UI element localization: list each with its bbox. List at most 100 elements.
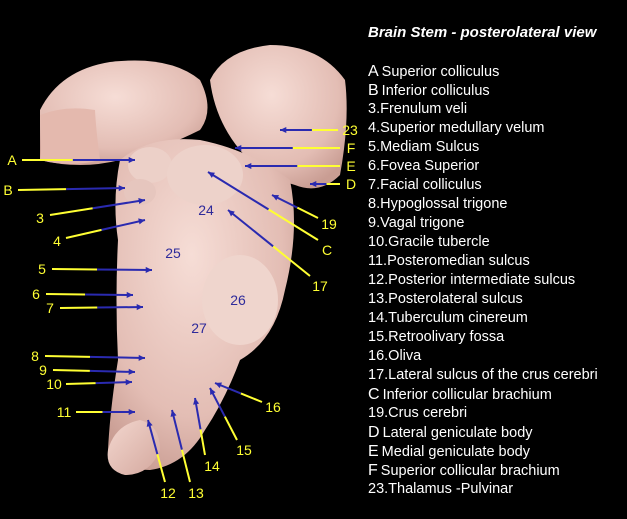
arrow-4-tail (65, 228, 102, 239)
legend-item: 13. Posterolateral sulcus (368, 290, 598, 309)
figure-label-8: 8 (31, 348, 39, 364)
legend-item: 15. Retroolivary fossa (368, 328, 598, 347)
figure-label-C: C (321, 242, 333, 258)
legend-key: 13. (368, 291, 389, 307)
arrow-15-tail (223, 416, 238, 441)
figure-label-3: 3 (36, 210, 44, 226)
legend-text: Medial geniculate body (381, 444, 530, 460)
arrow-B-tail (17, 188, 67, 191)
arrowhead-14 (193, 398, 200, 405)
legend-item: 23. Thalamus -Pulvinar (368, 480, 598, 499)
legend-key: 15. (368, 329, 389, 345)
arrow-5 (96, 268, 153, 271)
arrow-19-tail (296, 206, 319, 219)
legend-text: Facial colliculus (380, 177, 482, 193)
legend-key: 9. (368, 215, 381, 231)
figure-label-6: 6 (32, 286, 40, 302)
region-26 (202, 255, 278, 345)
figure-label-10: 10 (46, 376, 62, 392)
legend-item: 10. Gracile tubercle (368, 233, 598, 252)
arrowhead-F (235, 144, 242, 152)
arrowhead-E (245, 162, 252, 170)
arrow-9 (89, 369, 136, 373)
arrow-4 (101, 219, 146, 231)
arrow-3 (92, 199, 146, 210)
region-label-26: 26 (230, 292, 246, 308)
arrowhead-8 (138, 354, 145, 361)
legend-key: 10. (368, 234, 389, 250)
figure-label-17: 17 (312, 278, 328, 294)
legend-text: Posterior intermediate sulcus (388, 272, 576, 288)
legend-text: Posteromedian sulcus (387, 253, 530, 269)
arrow-8-tail (44, 355, 91, 358)
legend-text: Thalamus -Pulvinar (388, 481, 514, 497)
legend-text: Inferior colliculus (381, 83, 490, 99)
arrowhead-19 (272, 195, 279, 201)
legend-key: D (368, 424, 380, 441)
arrowhead-6 (126, 291, 133, 298)
figure-label-14: 14 (204, 458, 220, 474)
region-label-24: 24 (198, 202, 214, 218)
arrowhead-15 (210, 388, 216, 395)
figure-label-11: 11 (56, 404, 72, 420)
legend-text: Tuberculum cinereum (388, 310, 528, 326)
legend-text: Retroolivary fossa (388, 329, 505, 345)
arrowhead-16 (215, 382, 222, 389)
legend-text: Oliva (388, 348, 422, 364)
arrowhead-5 (145, 266, 152, 273)
figure-label-F: F (346, 140, 356, 156)
legend-text: Lateral sulcus of the crus cerebri (388, 367, 598, 383)
arrowhead-C (208, 172, 215, 178)
region-24 (167, 145, 243, 205)
legend-text: Posterolateral sulcus (388, 291, 523, 307)
arrowhead-B (118, 185, 125, 192)
legend-key: 17. (368, 367, 389, 383)
arrowhead-10 (125, 379, 132, 386)
legend-text: Fovea Superior (380, 158, 480, 174)
legend-key: C (368, 386, 380, 403)
figure-title: Brain Stem - posterolateral view (368, 24, 597, 41)
legend-text: Frenulum veli (380, 101, 468, 117)
legend-item: 6. Fovea Superior (368, 157, 598, 176)
arrowhead-9 (128, 368, 135, 375)
legend-key: A (368, 63, 379, 80)
legend-item: 3. Frenulum veli (368, 100, 598, 119)
figure-label-7: 7 (46, 300, 54, 316)
arrow-17-tail (272, 245, 311, 277)
legend-key: E (368, 443, 379, 460)
legend-text: Lateral geniculate body (382, 425, 533, 441)
legend-text: Superior colliculus (381, 64, 500, 80)
region-label-27: 27 (191, 320, 207, 336)
legend-item: 9. Vagal trigone (368, 214, 598, 233)
legend-item: 7. Facial colliculus (368, 176, 598, 195)
arrow-8 (89, 355, 146, 359)
legend-key: 5. (368, 139, 381, 155)
legend-text: Mediam Sulcus (380, 139, 480, 155)
legend-key: 12. (368, 272, 389, 288)
arrow-17 (227, 209, 274, 248)
arrow-B (66, 187, 126, 191)
arrow-14-tail (199, 429, 206, 456)
figure-label-A: A (7, 152, 17, 168)
arrowhead-23 (280, 126, 287, 134)
figure-label-4: 4 (53, 233, 61, 249)
brainstem-body (108, 139, 294, 470)
arrowhead-11 (128, 408, 135, 416)
figure-label-19: 19 (321, 216, 337, 232)
legend-item: 17. Lateral sulcus of the crus cerebri (368, 366, 598, 385)
arrow-6 (85, 293, 134, 296)
arrowhead-12 (146, 420, 153, 427)
legend-item: 4. Superior medullary velum (368, 119, 598, 138)
arrow-7 (97, 306, 144, 309)
legend-item: 14. Tuberculum cinereum (368, 309, 598, 328)
legend-text: Inferior collicular brachium (382, 387, 552, 403)
region-label-25: 25 (165, 245, 181, 261)
legend-text: Superior medullary velum (380, 120, 545, 136)
arrowhead-4 (138, 218, 145, 225)
legend-key: F (368, 462, 378, 479)
figure-label-D: D (345, 176, 357, 192)
legend-item: 11. Posteromedian sulcus (368, 252, 598, 271)
